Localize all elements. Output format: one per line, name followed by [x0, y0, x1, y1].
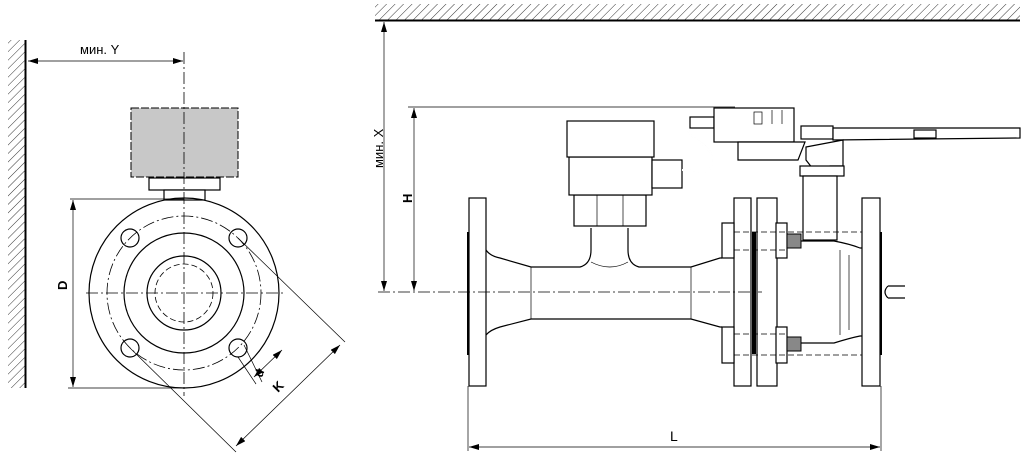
bolt-circle-label: K	[270, 377, 288, 395]
bolt-hole	[120, 338, 140, 358]
stem-collar	[799, 165, 845, 177]
front-view: мин. X H L	[371, 4, 1021, 451]
valve-body	[801, 240, 862, 344]
actuator-mark	[753, 111, 763, 125]
sensor-cable-inner	[681, 121, 714, 173]
actuator-outline	[130, 107, 239, 178]
stem	[163, 189, 206, 201]
hole-diameter-dimension	[253, 349, 283, 378]
valve-slot	[884, 285, 905, 299]
min-y-label: мин. Y	[80, 42, 120, 57]
cable-connector	[689, 116, 715, 129]
bolt-head	[721, 326, 735, 364]
actuator-neck	[148, 177, 221, 191]
valve-outlet-flange	[861, 197, 881, 387]
bolt-head	[721, 222, 735, 259]
valve-inlet-flange	[756, 197, 778, 387]
wall-hatching	[8, 40, 25, 388]
body-fillet	[590, 261, 629, 268]
k-extension	[129, 347, 237, 453]
k-extension	[237, 237, 346, 343]
bolt-hole	[228, 228, 248, 248]
sensor-lid	[566, 120, 655, 158]
bolt-circle-dimension	[235, 344, 341, 447]
lever-hub	[800, 125, 834, 140]
sensor-cable	[681, 121, 713, 173]
height-label: H	[400, 194, 415, 203]
actuator-bracket	[737, 141, 806, 161]
nut	[775, 326, 788, 364]
gasket	[752, 232, 756, 354]
valve-stem	[802, 175, 838, 241]
min-x-label: мин. X	[371, 128, 386, 168]
bolt-hole	[120, 228, 140, 248]
d-hole-extension	[237, 356, 257, 385]
length-label: L	[670, 428, 678, 444]
sensor-housing	[568, 156, 653, 196]
meter-body	[485, 228, 722, 336]
sensor-nut	[573, 194, 647, 227]
hole-diameter-label: d	[252, 367, 268, 379]
lever-clip	[913, 129, 937, 139]
side-view: мин. Y D K d	[8, 40, 346, 453]
ceiling-hatching	[375, 4, 1020, 20]
bolt-thread	[786, 336, 802, 352]
cable-gland	[651, 159, 683, 189]
bolt-thread	[786, 233, 802, 249]
diameter-label: D	[55, 281, 70, 290]
nut	[775, 222, 788, 259]
